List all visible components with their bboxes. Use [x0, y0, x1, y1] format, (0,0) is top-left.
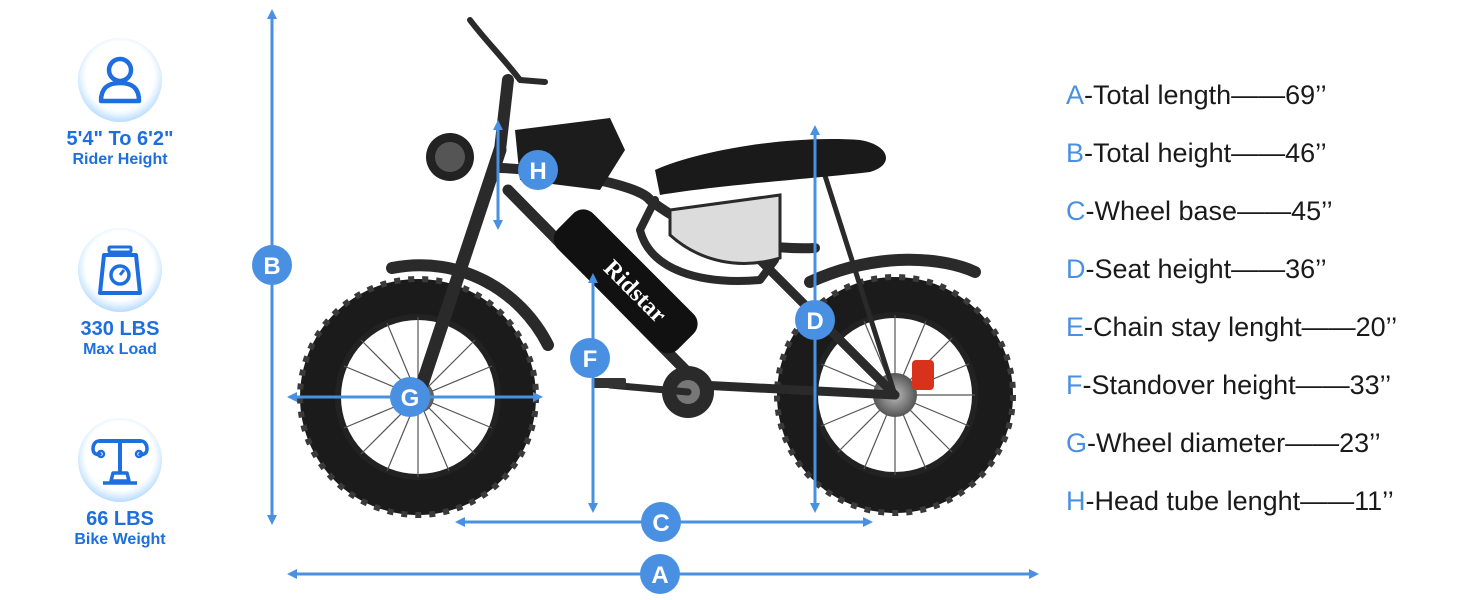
svg-text:F: F: [583, 346, 598, 373]
dimension-row-c: C-Wheel base——45’’: [1066, 196, 1333, 226]
weight-icon: [78, 418, 162, 502]
marker-g: G: [390, 377, 430, 417]
svg-text:G: G: [401, 385, 420, 412]
dimension-legend: A-Total length——69’’ B-Total height——46’…: [1066, 76, 1397, 540]
ebike-dimension-diagram: Ridstar B A: [252, 8, 1039, 594]
marker-h: H: [518, 150, 558, 190]
marker-c: C: [641, 502, 681, 542]
svg-text:H: H: [529, 158, 546, 185]
dimension-row-d: D-Seat height——36’’: [1066, 254, 1327, 284]
svg-text:C: C: [652, 510, 669, 537]
rider-height-value: 5'4" To 6'2": [66, 128, 174, 150]
marker-f: F: [570, 338, 610, 378]
headlight: [426, 133, 474, 181]
bike-weight-block: 66 LBS Bike Weight: [40, 418, 200, 550]
max-load-label: Max Load: [83, 341, 157, 358]
svg-text:B: B: [263, 253, 280, 280]
scale-icon: [78, 228, 162, 312]
marker-a: A: [640, 554, 680, 594]
bike-weight-label: Bike Weight: [74, 531, 166, 548]
dimension-row-g: G-Wheel diameter——23’’: [1066, 428, 1381, 458]
max-load-value: 330 LBS: [80, 318, 160, 340]
svg-text:A: A: [651, 562, 668, 589]
person-icon: [78, 38, 162, 122]
rider-height-label: Rider Height: [72, 151, 168, 168]
rider-height-block: 5'4" To 6'2" Rider Height: [40, 38, 200, 170]
svg-text:D: D: [806, 308, 823, 335]
dimension-row-e: E-Chain stay lenght——20’’: [1066, 312, 1398, 342]
marker-b: B: [252, 245, 292, 285]
dimension-row-f: F-Standover height——33’’: [1066, 370, 1392, 400]
marker-d: D: [795, 300, 835, 340]
max-load-block: 330 LBS Max Load: [40, 228, 200, 360]
ebike-illustration: Ridstar: [297, 17, 1016, 518]
dimension-row-b: B-Total height——46’’: [1066, 138, 1327, 168]
dimension-row-a: A-Total length——69’’: [1066, 80, 1327, 110]
bike-weight-value: 66 LBS: [86, 508, 154, 530]
dimension-row-h: H-Head tube lenght——11’’: [1066, 486, 1394, 516]
